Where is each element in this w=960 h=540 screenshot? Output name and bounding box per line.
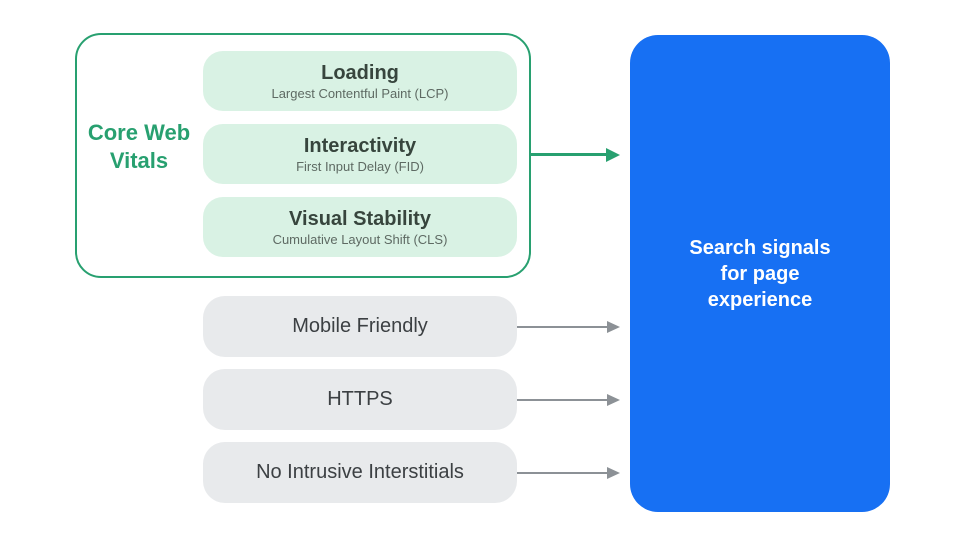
search-signals-line-2: for page	[720, 262, 800, 285]
pill-https: HTTPS	[203, 369, 517, 430]
arrowhead-icon	[606, 148, 620, 162]
pill-loading: Loading Largest Contentful Paint (LCP)	[203, 51, 517, 111]
pill-loading-title: Loading	[321, 61, 399, 84]
arrow-shaft	[517, 399, 607, 401]
search-signals-text: Search signals for page experience	[689, 235, 830, 313]
pill-interactivity-subtitle: First Input Delay (FID)	[296, 158, 424, 174]
pill-visual-stability: Visual Stability Cumulative Layout Shift…	[203, 197, 517, 257]
pill-mobile-friendly: Mobile Friendly	[203, 296, 517, 357]
pill-no-intrusive-interstitials: No Intrusive Interstitials	[203, 442, 517, 503]
search-signals-line-1: Search signals	[689, 236, 831, 259]
pill-no-intrusive-interstitials-label: No Intrusive Interstitials	[256, 461, 464, 483]
arrowhead-icon	[607, 467, 620, 479]
pill-interactivity-title: Interactivity	[303, 134, 417, 157]
arrow-shaft	[531, 153, 606, 156]
arrowhead-icon	[607, 394, 620, 406]
pill-visual-stability-subtitle: Cumulative Layout Shift (CLS)	[272, 231, 448, 247]
pill-interactivity: Interactivity First Input Delay (FID)	[203, 124, 517, 184]
search-signals-panel: Search signals for page experience	[630, 35, 890, 512]
pill-mobile-friendly-label: Mobile Friendly	[292, 315, 428, 337]
core-web-vitals-label: Core Web Vitals	[87, 120, 191, 173]
pill-https-label: HTTPS	[327, 388, 393, 410]
search-signals-line-3: experience	[707, 288, 813, 311]
arrow-shaft	[517, 472, 607, 474]
pill-visual-stability-title: Visual Stability	[289, 207, 431, 230]
pill-loading-subtitle: Largest Contentful Paint (LCP)	[271, 85, 449, 101]
arrow-shaft	[517, 326, 607, 328]
arrowhead-icon	[607, 321, 620, 333]
